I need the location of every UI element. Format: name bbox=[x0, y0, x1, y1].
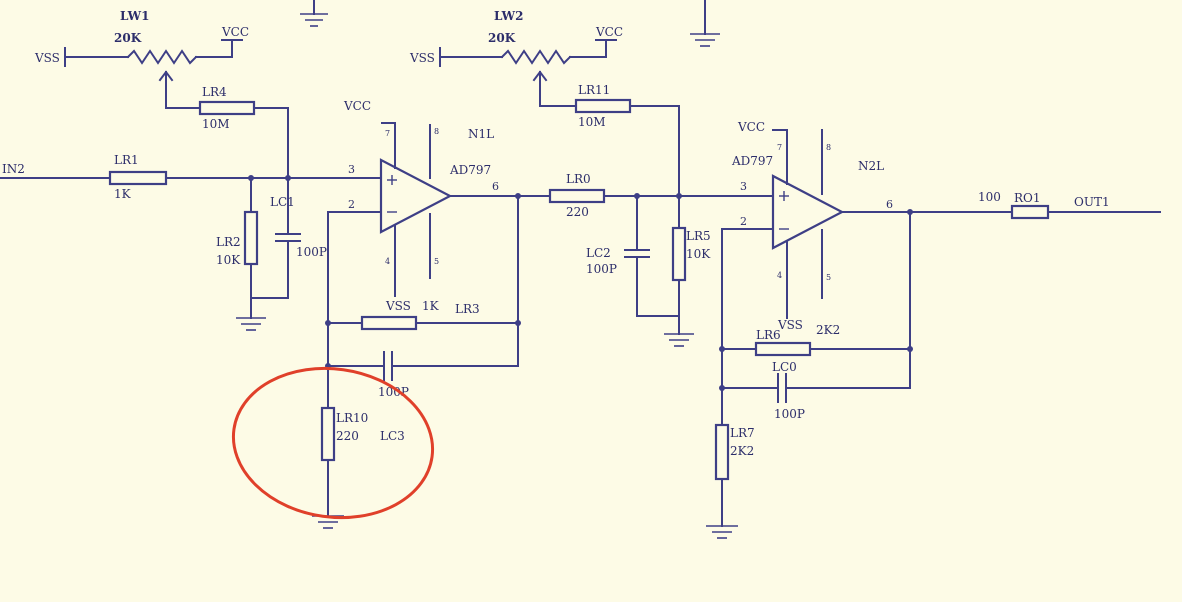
n2l-pin-v-pos: 7 bbox=[777, 143, 782, 152]
lr6-value: 2K2 bbox=[816, 323, 840, 337]
n1l-pin-5: 5 bbox=[434, 257, 439, 266]
lc2-ref: LC2 bbox=[586, 246, 611, 260]
ground-symbol-stage2-input bbox=[636, 315, 694, 347]
lc3-ref: LC3 bbox=[380, 429, 405, 443]
lr5-value: 10K bbox=[686, 247, 711, 261]
ground-symbol-stage1-input bbox=[236, 297, 289, 331]
lr2-ref: LR2 bbox=[216, 235, 241, 249]
resistor-lr4: LR4 10M bbox=[165, 85, 289, 179]
n1l-part: AD797 bbox=[449, 163, 491, 177]
lr7-value: 2K2 bbox=[730, 444, 754, 458]
resistor-lr6: LR6 2K2 bbox=[721, 323, 911, 357]
lc0-value: 100P bbox=[774, 407, 805, 421]
resistor-lr5: LR5 10K bbox=[671, 195, 711, 317]
n2l-vcc-label: VCC bbox=[737, 120, 765, 134]
output-net-label: OUT1 bbox=[1074, 195, 1110, 209]
lc1-value: 100P bbox=[296, 245, 327, 259]
resistor-lr7: LR7 2K2 bbox=[714, 423, 755, 527]
resistor-lr11: LR11 10M bbox=[539, 83, 680, 197]
lw1-ref: LW1 bbox=[120, 9, 149, 23]
lc2-value: 100P bbox=[586, 262, 617, 276]
lc1-ref: LC1 bbox=[270, 195, 295, 209]
n2l-pin-out: 6 bbox=[886, 198, 893, 211]
lr5-ref: LR5 bbox=[686, 229, 711, 243]
lw2-vss-label: VSS bbox=[409, 51, 435, 65]
opamp-n2l: VCC VSS N2L AD797 3 2 6 7 8 4 5 bbox=[721, 120, 1013, 332]
n2l-pin-v-neg: 4 bbox=[777, 271, 782, 280]
lw1-vcc-label: VCC bbox=[221, 25, 249, 39]
potentiometer-lw1: LW1 20K VSS VCC bbox=[34, 9, 249, 109]
capacitor-lc3: LC3 100P bbox=[327, 351, 519, 443]
lc0-ref: LC0 bbox=[772, 360, 797, 374]
n2l-pin-plus: 3 bbox=[740, 180, 747, 193]
n1l-pin-v-pos: 7 bbox=[385, 129, 390, 138]
ground-symbol-lr7 bbox=[706, 525, 738, 539]
n1l-pin-out: 6 bbox=[492, 180, 499, 193]
lw2-value: 20K bbox=[488, 31, 516, 45]
lr7-ref: LR7 bbox=[730, 426, 755, 440]
lr0-value: 220 bbox=[566, 205, 589, 219]
lr11-value: 10M bbox=[578, 115, 606, 129]
resistor-lr3: 1K LR3 bbox=[327, 299, 519, 331]
ground-symbol-top-right bbox=[690, 0, 720, 47]
resistor-lr10: LR10 220 bbox=[320, 406, 368, 517]
potentiometer-lw2: LW2 20K VSS VCC bbox=[409, 9, 623, 107]
lr3-value: 1K bbox=[422, 299, 440, 313]
resistor-lr0: LR0 220 bbox=[517, 172, 776, 219]
lr0-ref: LR0 bbox=[566, 172, 591, 186]
lr11-ref: LR11 bbox=[578, 83, 610, 97]
input-net: IN2 bbox=[0, 162, 111, 179]
resistor-lr2: LR2 10K bbox=[216, 177, 259, 299]
lw2-vcc-label: VCC bbox=[595, 25, 623, 39]
resistor-lr1: LR1 1K bbox=[108, 153, 382, 201]
n1l-vcc-label: VCC bbox=[343, 99, 371, 113]
n1l-vss-label: VSS bbox=[385, 299, 411, 313]
input-net-label: IN2 bbox=[2, 162, 25, 176]
lc3-value: 100P bbox=[378, 385, 409, 399]
lr6-ref: LR6 bbox=[756, 328, 781, 342]
lr1-value: 1K bbox=[114, 187, 132, 201]
lr3-ref: LR3 bbox=[455, 302, 480, 316]
n1l-pin-nc: 8 bbox=[434, 127, 439, 136]
ro1-ref: RO1 bbox=[1014, 191, 1041, 205]
lr1-ref: LR1 bbox=[114, 153, 139, 167]
n2l-pin-minus: 2 bbox=[740, 215, 747, 228]
n2l-part: AD797 bbox=[731, 154, 773, 168]
capacitor-lc1: LC1 100P bbox=[270, 177, 327, 299]
lr10-ref: LR10 bbox=[336, 411, 368, 425]
lw1-value: 20K bbox=[114, 31, 142, 45]
capacitor-lc0: LC0 100P bbox=[721, 360, 911, 421]
highlight-ellipse bbox=[231, 366, 435, 520]
n2l-pin-nc: 8 bbox=[826, 143, 831, 152]
opamp-n1l: VCC VSS N1L AD797 3 2 6 7 8 4 5 bbox=[327, 99, 519, 313]
n2l-vss-label: VSS bbox=[777, 318, 803, 332]
n2l-pin-5: 5 bbox=[826, 273, 831, 282]
capacitor-lc2: LC2 100P bbox=[586, 195, 650, 317]
resistor-ro1: 100 RO1 bbox=[978, 190, 1161, 220]
n1l-ref: N1L bbox=[468, 127, 494, 141]
ro1-value: 100 bbox=[978, 190, 1001, 204]
lr4-ref: LR4 bbox=[202, 85, 227, 99]
n2l-ref: N2L bbox=[858, 159, 884, 173]
ground-symbol-top-left bbox=[300, 0, 328, 27]
lw1-vss-label: VSS bbox=[34, 51, 60, 65]
n1l-pin-v-neg: 4 bbox=[385, 257, 390, 266]
lr2-value: 10K bbox=[216, 253, 241, 267]
lw2-ref: LW2 bbox=[494, 9, 523, 23]
n1l-pin-minus: 2 bbox=[348, 198, 355, 211]
lr10-value: 220 bbox=[336, 429, 359, 443]
lr4-value: 10M bbox=[202, 117, 230, 131]
n1l-pin-plus: 3 bbox=[348, 163, 355, 176]
